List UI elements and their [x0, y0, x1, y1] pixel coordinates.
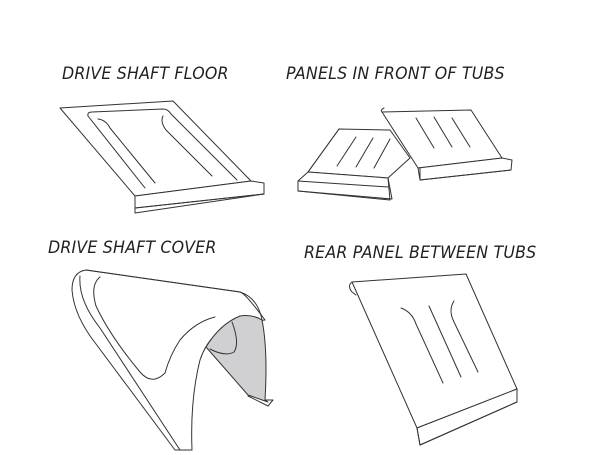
label-drive-shaft-floor: DRIVE SHAFT FLOOR — [62, 64, 229, 84]
label-rear-panel-between-tubs: REAR PANEL BETWEEN TUBS — [304, 243, 537, 263]
rear-panel-between-tubs-drawing — [349, 273, 518, 446]
drive-shaft-cover-drawing — [71, 269, 274, 451]
label-drive-shaft-cover: DRIVE SHAFT COVER — [48, 238, 217, 258]
label-panels-in-front-of-tubs: PANELS IN FRONT OF TUBS — [286, 64, 505, 84]
panels-in-front-of-tubs-drawing — [297, 107, 513, 201]
drive-shaft-floor-drawing — [59, 100, 265, 214]
